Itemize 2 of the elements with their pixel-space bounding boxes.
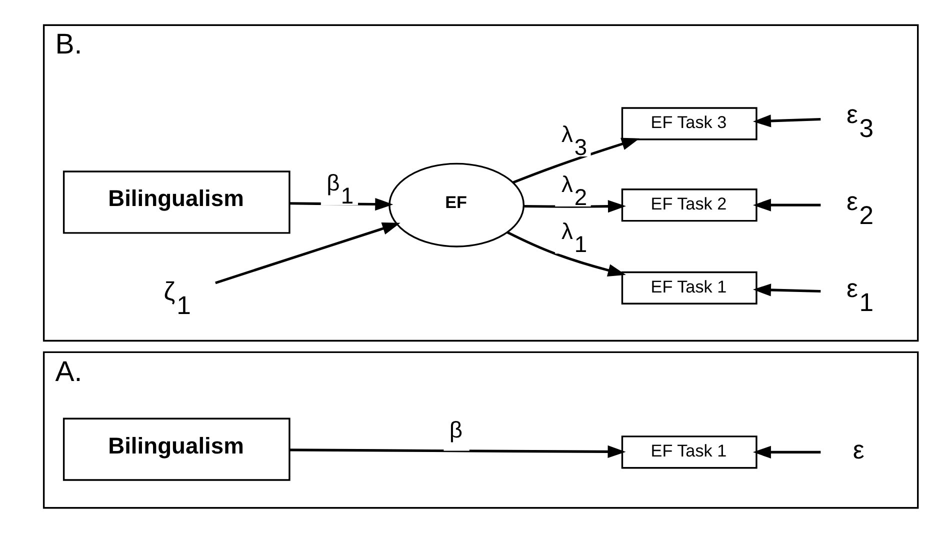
edge-label: β xyxy=(448,416,462,443)
node-text: ε xyxy=(852,436,864,464)
